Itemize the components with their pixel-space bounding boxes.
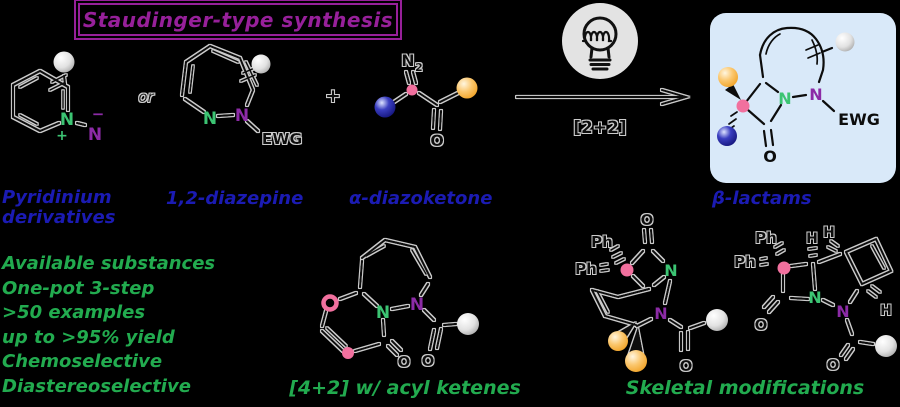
phenyl-label: Ph [755,229,777,247]
title-box: Staudinger-type synthesis [74,0,402,40]
product-structure: O EWG N N [710,13,896,183]
substituent-sphere-orange [718,67,738,87]
nitrogen-label: N [376,303,390,323]
oxygen-label: O [641,211,654,229]
cycloaddition-label: [4+2] w/ acyl ketenes [289,377,521,399]
oxygen-label: O [430,131,444,150]
nitrogen-label: N [778,89,791,108]
substituent-sphere-gray [251,54,271,74]
nitrogen-label: N [808,288,821,307]
phenyl-label: Ph [734,253,756,271]
product-highlight-box [710,13,896,183]
diazoketone-label: α-diazoketone [349,188,493,209]
oxygen-label: O [422,352,435,370]
feature-item: Available substances [2,253,216,274]
cycloaddition-condition: [2+2] [573,118,626,138]
substituent-sphere-orange [608,331,628,351]
oxygen-label: O [827,356,840,374]
plus-charge: + [56,128,68,144]
substituent-sphere-gray [53,51,75,73]
carbon-pink-dot [777,261,791,275]
oxygen-pink-ring [321,294,339,312]
skeletal-right-structure: Ph Ph O H H H O [734,225,897,374]
substituent-sphere-orange [456,77,478,99]
carbon-pink-dot [736,99,750,113]
oxygen-label: O [398,353,411,371]
diazepine-structure: EWG N N [180,44,302,148]
minus-charge: − [92,105,105,123]
feature-item: One-pot 3-step [2,277,155,299]
feature-item: up to >95% yield [2,326,175,348]
nitrogen-label: N [235,106,249,126]
oxygen-label: O [755,316,768,334]
substituent-sphere-gray [835,32,855,52]
nitrogen-minus-label: N [88,125,102,145]
beta-lactams-label: β-lactams [712,188,812,209]
pyridinium-structure: N + N − [11,51,105,145]
carbon-pink-dot [406,84,418,96]
skeletal-left-structure: O Ph Ph O N [575,211,728,375]
nitrogen-plus-label: N [60,110,74,130]
feature-list: Available substances One-pot 3-step >50 … [2,253,215,400]
feature-item: >50 examples [2,302,146,323]
nitrogen-label: N [654,304,667,323]
feature-item: Diastereoselective [2,375,191,397]
diazepine-label: 1,2-diazepine [166,188,304,209]
diazoketone-structure: N 2 O [374,51,478,150]
feature-item: Chemoselective [2,351,163,372]
pyridinium-label-line1: Pyridinium [2,187,112,208]
pyridinium-label-line2: derivatives [2,207,116,228]
nitrogen-label: N [809,85,822,104]
carbon-pink-dot [620,263,634,277]
substituent-sphere-gray [706,309,728,331]
nitrogen-label: N [410,295,424,315]
lightbulb-circle [562,3,638,79]
plus-sign: + [325,85,341,107]
oxazinone-structure: O O N N [320,238,479,371]
substituent-sphere-orange [625,350,647,372]
phenyl-label: Ph [575,260,597,278]
pyridinium-label: Pyridinium derivatives [2,188,115,228]
oxygen-label: O [763,147,777,166]
oxygen-label: O [680,357,693,375]
substituent-sphere-blue [717,126,737,146]
hydrogen-label: H [823,225,835,241]
page-title: Staudinger-type synthesis [82,7,394,32]
hydrogen-label: H [806,231,818,247]
lightbulb-icon [581,16,618,71]
ewg-label: EWG [262,130,302,148]
substituent-sphere-gray [457,313,479,335]
phenyl-label: Ph [591,233,613,251]
ewg-label: EWG [838,110,880,129]
nitrogen-label: N [836,302,849,321]
nitrogen-label: N [203,109,217,129]
skeletal-modifications-label: Skeletal modifications [625,377,865,399]
or-text: or [138,88,154,106]
reaction-conditions: [2+2] [515,3,690,138]
substituent-sphere-gray [875,335,897,357]
hydrogen-label: H [880,303,892,319]
substituent-sphere-blue [374,96,396,118]
carbon-pink-dot [342,347,354,359]
n2-subscript: 2 [415,61,423,74]
nitrogen-label: N [664,261,677,280]
n2-label: N [401,51,414,70]
